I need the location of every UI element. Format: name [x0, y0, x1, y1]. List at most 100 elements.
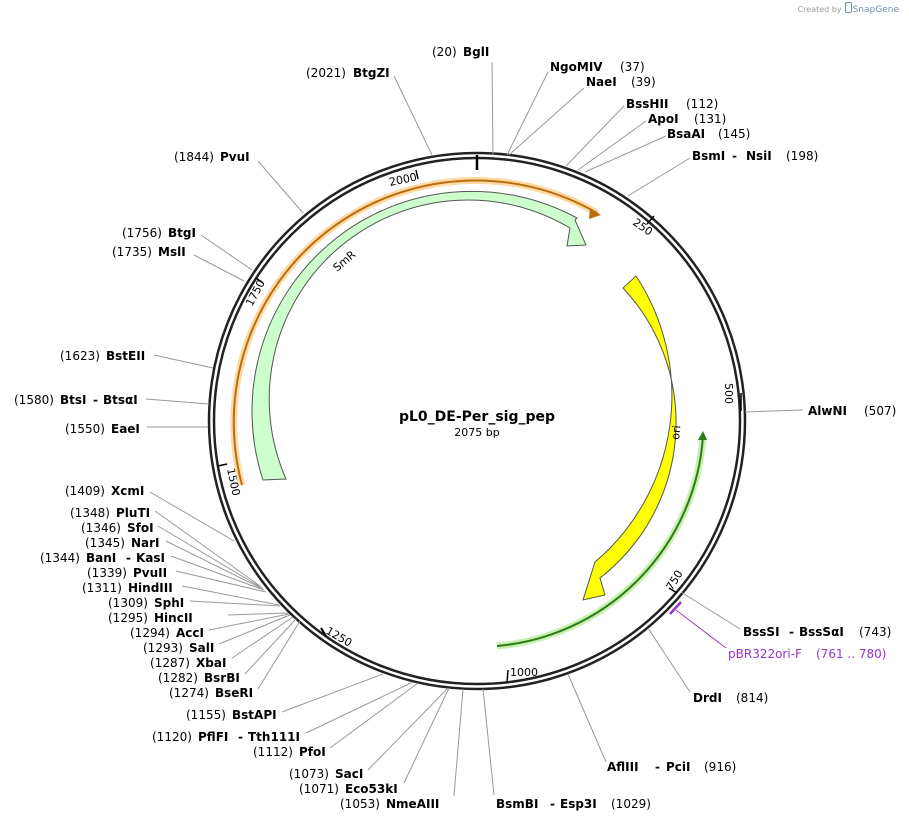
leader-acci [208, 613, 290, 631]
site-hincii: (1295)HincII [108, 611, 193, 625]
primer-marker [669, 601, 682, 615]
site-eco53ki: (1071)Eco53kI [299, 782, 398, 796]
ori-feature-arrow [582, 275, 677, 601]
site-alwni: AlwNI(507) [808, 404, 896, 418]
tick-1000 [506, 669, 509, 684]
site-eaei: (1550)EaeI [65, 422, 140, 436]
leader-btgi [200, 234, 253, 271]
leader-bsmbi [482, 688, 495, 796]
tick-1750 [255, 277, 264, 284]
site-afliii-pcii: AflIII-PciI(916) [607, 760, 736, 774]
site-pvui: (1844)PvuI [174, 150, 250, 164]
leader-bgli [491, 61, 494, 156]
site-pluti: (1348)PluTI [70, 506, 150, 520]
site-bani-kasi: (1344)BanI-KasI [40, 551, 165, 565]
credit-prefix: Created by [797, 5, 842, 14]
leader-pvui [257, 160, 304, 214]
site-apoi: ApoI(131) [648, 112, 726, 126]
site-bstapi: (1155)BstAPI [186, 708, 277, 722]
snapgene-logo-icon [844, 2, 852, 13]
leader-bsteii [153, 354, 214, 369]
green-region-line [496, 435, 704, 647]
site-sali: (1293)SalI [143, 641, 214, 655]
primer-label: pBR322ori-F (761 .. 780) [728, 647, 886, 661]
site-xcmi: (1409)XcmI [65, 484, 144, 498]
leader-bsmi [627, 157, 691, 197]
leader-bsaai [584, 135, 667, 173]
leader-afliii [567, 673, 607, 763]
leader-bseri [257, 620, 301, 690]
leader-pluti [154, 510, 261, 587]
site-ngomiv: NgoMIV(37) [550, 60, 645, 74]
leader-eco53ki [403, 687, 450, 784]
site-pvuii: (1339)PvuII [87, 566, 167, 580]
leader-msli [193, 254, 245, 282]
leader-bsssi [680, 591, 741, 630]
leader-btgzi [393, 75, 433, 156]
orange-region-highlight [230, 176, 599, 486]
credit-brand: SnapGene [852, 5, 899, 15]
smr-feature-arrow [251, 190, 587, 481]
tick-750 [668, 587, 678, 594]
tick-label-500: 500 [722, 383, 735, 404]
leader-apoi [577, 120, 647, 171]
site-bsrbi: (1282)BsrBI [158, 671, 240, 685]
site-sphi: (1309)SphI [108, 596, 184, 610]
site-naei: NaeI(39) [586, 75, 656, 89]
site-saci: (1073)SacI [289, 767, 363, 781]
site-leader-lines [145, 61, 804, 797]
site-msli: (1735)MslI [112, 245, 186, 259]
leader-nari [165, 540, 264, 590]
site-btgzi: (2021)BtgZI [306, 66, 390, 80]
site-btgi: (1756)BtgI [122, 226, 196, 240]
orange-region-arrowhead [589, 208, 601, 219]
leader-bsrbi [244, 618, 297, 675]
primer-leader [675, 609, 727, 649]
leader-pflfi [305, 681, 414, 734]
leader-btsi [145, 398, 210, 405]
leader-ngomiv [506, 71, 549, 156]
tick-250 [646, 215, 655, 225]
tick-1500 [217, 463, 228, 467]
tick-marks [217, 169, 742, 684]
leader-sali [218, 614, 291, 645]
leader-saci [367, 687, 449, 771]
site-bseri: (1274)BseRI [169, 686, 253, 700]
orange-region-line [232, 179, 598, 486]
leader-sfoi [157, 525, 263, 589]
leader-pvuii [175, 570, 267, 593]
plasmid-length: 2075 bp [454, 426, 499, 439]
site-xbai: (1287)XbaI [150, 656, 226, 670]
site-bsmi-nsii: BsmI-NsiI(198) [692, 149, 818, 163]
leader-hincii [227, 612, 289, 616]
site-pfoi: (1112)PfoI [253, 745, 326, 759]
leader-xcmi [149, 491, 235, 542]
leader-sphi [189, 600, 281, 607]
site-bgli: (20)BglI [432, 45, 489, 59]
site-bsmbi-esp3i: BsmBI-Esp3I(1029) [496, 797, 651, 811]
site-pflfi-tth111i: (1120)PflFI-Tth111I [152, 730, 300, 744]
primer-range: (761 .. 780) [816, 647, 886, 661]
leader-bani [170, 555, 265, 591]
site-hindiii: (1311)HindIII [82, 581, 173, 595]
site-bsshii: BssHII(112) [626, 97, 718, 111]
tick-label-750: 750 [664, 568, 686, 593]
leader-xbai [231, 616, 294, 659]
site-btsi-btsai: (1580)BtsI-BtsαI [14, 393, 138, 407]
site-nari: (1345)NarI [85, 536, 160, 550]
leader-pfoi [329, 682, 419, 749]
site-bsaai: BsaAI(145) [667, 127, 750, 141]
tick-label-1000: 1000 [510, 666, 538, 679]
leader-alwni [744, 409, 804, 413]
site-sfoi: (1346)SfoI [81, 521, 154, 535]
site-nmeaiii: (1053)NmeAIII [340, 797, 439, 811]
tick-label-2000: 2000 [388, 170, 418, 189]
site-drdi: DrdI(814) [693, 691, 768, 705]
ori-feature-label: ori [669, 425, 683, 441]
primer-name: pBR322ori-F [728, 647, 802, 661]
leader-naei [508, 87, 585, 156]
leader-nmeaiii [453, 688, 464, 797]
leader-bstapi [281, 673, 384, 713]
snapgene-credit: Created by SnapGene [798, 2, 899, 15]
